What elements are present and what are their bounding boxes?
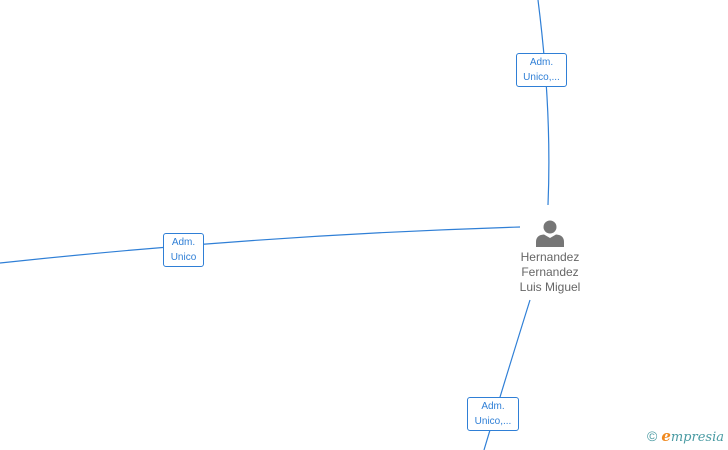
edge-label-left-line1: Adm.: [171, 237, 196, 248]
brand-logo: ©empresia: [647, 427, 724, 445]
person-name[interactable]: Hernandez Fernandez Luis Miguel: [500, 250, 600, 295]
person-name-line3: Luis Miguel: [519, 280, 581, 294]
edge-label-bottom[interactable]: Adm. Unico,...: [467, 397, 519, 431]
edge-line-left: [0, 226, 521, 264]
edge-label-top[interactable]: Adm. Unico,...: [516, 53, 567, 87]
person-name-line1: Hernandez: [520, 250, 580, 264]
edge-label-top-line2: Unico,...: [523, 72, 560, 83]
person-icon: [536, 220, 564, 247]
edge-label-bottom-line1: Adm.: [481, 401, 505, 412]
edge-label-top-line1: Adm.: [529, 57, 554, 68]
person-node[interactable]: Hernandez Fernandez Luis Miguel: [500, 218, 600, 295]
copyright-symbol: ©: [646, 428, 658, 444]
brand-initial: e: [661, 427, 671, 445]
edge-label-left-line2: Unico: [170, 252, 197, 263]
edge-line-bottom: [483, 299, 531, 450]
edge-label-left[interactable]: Adm. Unico: [163, 233, 204, 267]
person-name-line2: Fernandez: [521, 265, 579, 279]
edge-label-bottom-line2: Unico,...: [474, 416, 512, 427]
brand-name: mpresia: [670, 430, 724, 445]
edge-line-top: [537, 0, 550, 206]
